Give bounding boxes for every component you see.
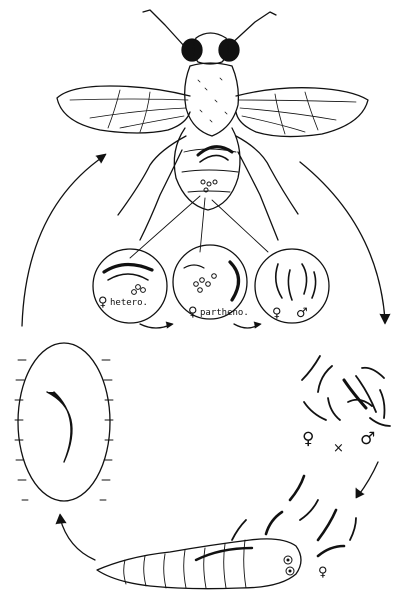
- inset-hetero: ♀ hetero.: [93, 249, 167, 323]
- mating-cross-symbol: ×: [333, 441, 344, 456]
- fly-left-wing: [57, 86, 190, 133]
- fly-right-legs: [236, 136, 298, 240]
- inset-partheno-label: partheno.: [200, 308, 249, 318]
- larva-female-symbol: ♀: [318, 565, 328, 580]
- fly-thorax: [185, 63, 239, 136]
- inset-sexes-female-symbol: ♀: [272, 306, 282, 321]
- inset-hetero-symbol: ♀: [98, 295, 108, 310]
- inset-pointer-lines: [130, 196, 268, 258]
- cycle-arrow-mating-to-larva: [358, 462, 378, 496]
- fly-left-antenna: [143, 10, 185, 47]
- inset-partheno-symbol: ♀: [188, 305, 198, 320]
- mating-female-symbol: ♀: [302, 429, 314, 449]
- inset-sexes: ♀ ♂: [255, 249, 329, 323]
- cycle-arrow-larva-to-pupa: [60, 518, 95, 560]
- fly-illustration: [57, 10, 368, 258]
- fly-right-eye: [219, 39, 239, 61]
- fly-right-wing: [236, 88, 368, 137]
- mating-male-symbol: ♂: [360, 429, 375, 449]
- cycle-arrow-pupa-to-fly: [22, 156, 104, 326]
- fly-right-antenna: [230, 12, 276, 45]
- free-living-adults: [302, 356, 390, 426]
- inset-partheno: ♀ partheno.: [173, 245, 249, 320]
- puparium: [15, 343, 113, 501]
- host-larva: [97, 539, 301, 589]
- fly-left-eye: [182, 39, 202, 61]
- inset-sexes-male-symbol: ♂: [296, 306, 308, 321]
- inset-hetero-label: hetero.: [110, 298, 148, 308]
- fly-abdomen-nematode: [198, 147, 232, 155]
- fly-abdomen: [174, 128, 240, 210]
